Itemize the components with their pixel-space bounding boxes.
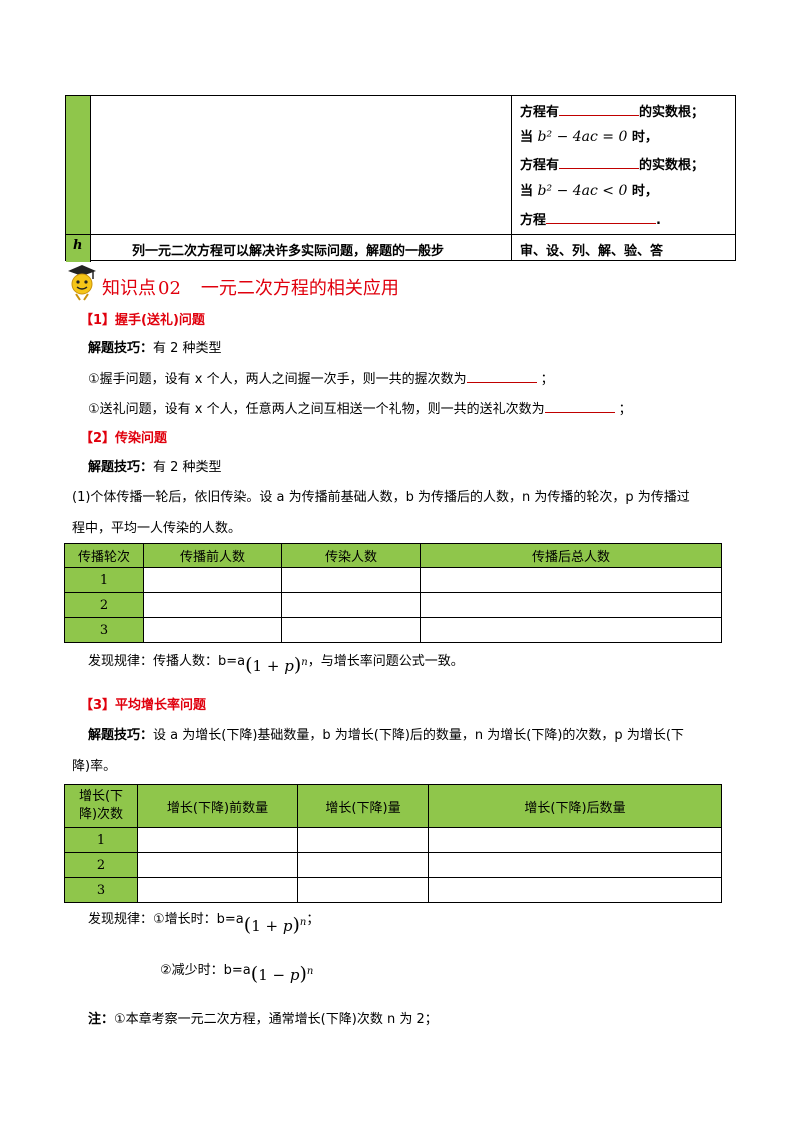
formula-decrease: (1 − p)n [250,963,314,985]
row-divider [66,234,735,235]
round-number-cell: 2 [64,592,144,618]
row-h-text: 列一元二次方程可以解决许多实际问题，解题的一般步 [132,244,445,259]
formula-growth: (1 + p)n [245,654,308,676]
table-header-cell: 增长(下降)前数量 [137,784,298,828]
table-header-row: 传播轮次 传播前人数 传染人数 传播后总人数 [64,543,722,568]
table-input-cell[interactable] [420,617,722,643]
table-input-cell[interactable] [281,592,421,618]
table-input-cell[interactable] [137,827,298,853]
round-number-cell: 1 [64,567,144,593]
table-input-cell[interactable] [281,567,421,593]
mascot-icon [62,262,102,302]
formula-increase: (1 + p)n [243,914,307,936]
table-input-cell[interactable] [281,617,421,643]
table-input-cell[interactable] [297,827,429,853]
row-h-label: h [73,238,83,253]
table-header-cell: 增长(下降)后数量 [428,784,722,828]
round-number-cell: 3 [64,617,144,643]
part2-para-line1: (1)个体传播一轮后，依旧传染。设 a 为传播前基础人数，b 为传播后的人数，n… [72,490,690,505]
part1-item-gift: ①送礼问题，设有 x 个人，任意两人之间互相送一个礼物，则一共的送礼次数为； [88,400,632,417]
part3-rule-decrease: ②减少时：b=a(1 − p)n [160,963,314,985]
part2-rule: 发现规律：传播人数：b=a(1 + p)n，与增长率问题公式一致。 [88,654,464,676]
table-row: 3 [64,877,722,903]
table-header-cell: 增长(下降)次数 [64,784,138,828]
part3-rule-increase: 发现规律：①增长时：b=a(1 + p)n； [88,912,320,936]
table-header-cell: 传染人数 [281,543,421,568]
table-row: 2 [64,592,722,618]
table-input-cell[interactable] [143,567,282,593]
table-row: 2 [64,852,722,878]
table-input-cell[interactable] [297,852,429,878]
table-header-row: 增长(下降)次数 增长(下降)前数量 增长(下降)量 增长(下降)后数量 [64,784,722,828]
roots-line-3: 方程. [520,211,661,228]
count-number-cell: 1 [64,827,138,853]
answer-blank[interactable] [559,156,640,169]
count-number-cell: 2 [64,852,138,878]
table-input-cell[interactable] [137,877,298,903]
roots-line-2: 方程有的实数根； [520,156,705,173]
part1-tip: 解题技巧：有 2 种类型 [88,341,222,356]
formula-discriminant-lt: b² − 4ac < 0 [537,183,628,199]
column-divider [511,96,512,260]
table-input-cell[interactable] [143,617,282,643]
part2-para-line2: 程中，平均一人传染的人数。 [72,521,242,536]
table-input-cell[interactable] [297,877,429,903]
growth-table: 增长(下降)次数 增长(下降)前数量 增长(下降)量 增长(下降)后数量 1 2… [64,784,722,903]
table-header-cell: 增长(下降)量 [297,784,429,828]
top-table [65,95,736,262]
part3-para-line1: 解题技巧：设 a 为增长(下降)基础数量，b 为增长(下降)后的数量，n 为增长… [88,728,684,743]
count-number-cell: 3 [64,877,138,903]
spread-table: 传播轮次 传播前人数 传染人数 传播后总人数 1 2 3 [64,543,722,643]
table-input-cell[interactable] [428,827,722,853]
table-header-cell: 传播轮次 [64,543,144,568]
answer-blank[interactable] [544,400,615,413]
answer-blank[interactable] [466,370,537,383]
answer-blank[interactable] [559,103,640,116]
formula-discriminant-eq: b² − 4ac = 0 [537,129,628,145]
part1-item-handshake: ①握手问题，设有 x 个人，两人之间握一次手，则一共的握次数为； [88,370,554,387]
table-input-cell[interactable] [420,592,722,618]
answer-blank[interactable] [546,211,657,224]
roots-line-1: 方程有的实数根； [520,103,705,120]
table-header-cell: 传播后总人数 [420,543,722,568]
green-column [66,96,91,234]
part3-para-line2: 降)率。 [72,759,117,774]
condition-eq-line: 当 b² − 4ac = 0 时， [520,129,658,145]
part1-heading: 【1】握手(送礼)问题 [80,313,205,328]
table-input-cell[interactable] [143,592,282,618]
table-row: 1 [64,567,722,593]
note: 注：①本章考察一元二次方程，通常增长(下降)次数 n 为 2； [88,1012,438,1027]
part2-tip: 解题技巧：有 2 种类型 [88,460,222,475]
table-input-cell[interactable] [137,852,298,878]
table-input-cell[interactable] [428,852,722,878]
part3-heading: 【3】平均增长率问题 [80,698,207,713]
row-h-steps: 审、设、列、解、验、答 [520,244,664,259]
table-row: 3 [64,617,722,643]
part2-heading: 【2】传染问题 [80,431,168,446]
table-row: 1 [64,827,722,853]
table-input-cell[interactable] [428,877,722,903]
row-h-label-cell [66,235,91,262]
condition-lt-line: 当 b² − 4ac < 0 时， [520,183,658,199]
table-input-cell[interactable] [420,567,722,593]
table-header-cell: 传播前人数 [143,543,282,568]
